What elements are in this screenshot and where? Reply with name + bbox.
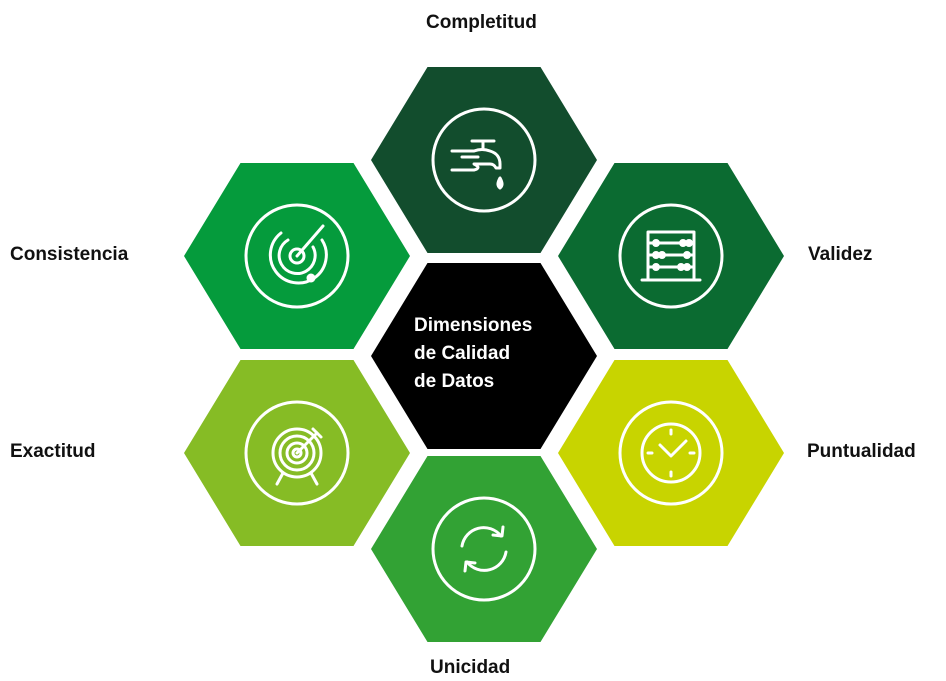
hex-completitud [371,67,597,253]
hex-puntualidad [558,360,784,546]
label-validez: Validez [808,244,873,265]
clock-icon [618,400,724,506]
refresh-icon [431,496,537,602]
faucet-icon [431,107,537,213]
center-title: Dimensiones de Calidad de Datos [414,315,533,392]
hex-unicidad [371,456,597,642]
abacus-icon [618,203,724,309]
hex-validez [558,163,784,349]
hex-consistencia [184,163,410,349]
label-exactitud: Exactitud [10,441,96,462]
label-completitud: Completitud [426,12,537,33]
label-unicidad: Unicidad [430,657,511,678]
target-icon [244,400,350,506]
label-consistencia: Consistencia [10,244,129,265]
label-puntualidad: Puntualidad [807,441,916,462]
radar-icon [244,203,350,309]
hex-exactitud [184,360,410,546]
